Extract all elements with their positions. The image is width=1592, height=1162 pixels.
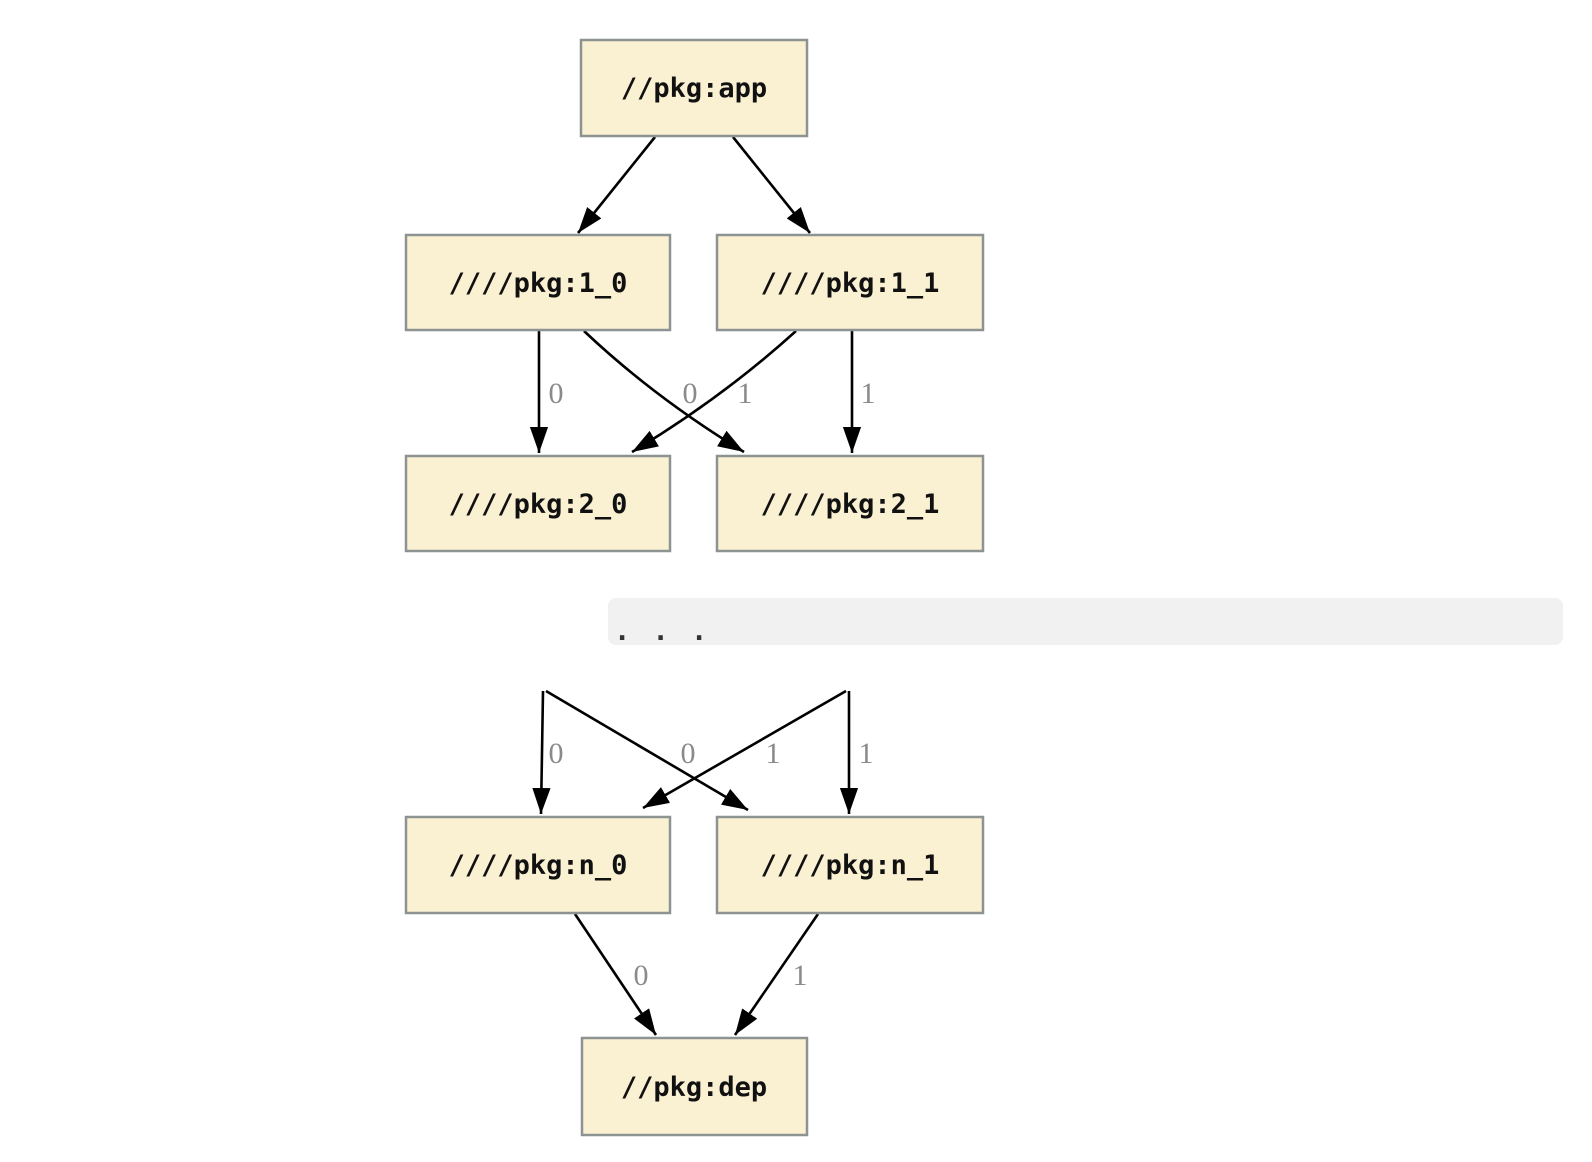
node-pkg-1_0: ////pkg:1_0 xyxy=(404,233,672,332)
node-pkg-n_0-box xyxy=(404,815,672,915)
node-pkg-n_0: ////pkg:n_0 xyxy=(404,815,672,915)
node-pkg-2_0: ////pkg:2_0 xyxy=(404,454,672,553)
edge-1_1-to-2_0 xyxy=(631,330,797,454)
ellipsis-dots: . . . xyxy=(614,616,710,647)
node-pkg-n_1-box xyxy=(715,815,985,915)
node-pkg-app-box xyxy=(579,38,809,138)
ellipsis-band-background xyxy=(608,598,1563,645)
node-pkg-2_1-label: ////pkg:2_1 xyxy=(761,489,940,520)
edge-label-1_1-to-2_1: 1 xyxy=(861,377,876,410)
edge-label-cross-to-n_0: 0 xyxy=(681,737,696,770)
node-pkg-dep-label: //pkg:dep xyxy=(621,1072,767,1103)
node-pkg-2_0-label: ////pkg:2_0 xyxy=(449,489,628,520)
edge-label-cross-to-n_1: 1 xyxy=(766,737,781,770)
node-pkg-2_1-box xyxy=(715,454,985,553)
node-pkg-n_1: ////pkg:n_1 xyxy=(715,815,985,915)
node-pkg-2_1: ////pkg:2_1 xyxy=(715,454,985,553)
edge-label-dots-to-n_1: 1 xyxy=(859,737,874,770)
node-pkg-n_0-label: ////pkg:n_0 xyxy=(449,850,628,881)
edge-cross-to-n_0 xyxy=(642,689,847,810)
edge-label-1_1-to-2_0: 0 xyxy=(683,377,698,410)
edge-app-to-1_1 xyxy=(731,136,812,234)
node-pkg-1_1-label: ////pkg:1_1 xyxy=(761,268,940,299)
edge-1_0-to-2_1 xyxy=(583,330,745,454)
edge-n_1-to-dep xyxy=(733,913,820,1036)
node-pkg-1_0-label: ////pkg:1_0 xyxy=(449,268,628,299)
node-pkg-1_1: ////pkg:1_1 xyxy=(715,233,985,332)
node-pkg-n_1-label: ////pkg:n_1 xyxy=(761,850,940,881)
node-pkg-2_0-box xyxy=(404,454,672,553)
edge-dots-to-n_0 xyxy=(532,690,551,815)
ellipsis-band: . . . xyxy=(608,598,1563,647)
node-pkg-1_0-box xyxy=(404,233,672,332)
node-pkg-dep-box xyxy=(580,1036,809,1137)
edge-app-to-1_0 xyxy=(576,136,657,234)
node-pkg-1_1-box xyxy=(715,233,985,332)
edge-n_0-to-dep xyxy=(573,913,658,1036)
edge-label-n_0-to-dep: 0 xyxy=(634,959,649,992)
edge-label-dots-to-n_0: 0 xyxy=(549,737,564,770)
edge-cross-to-n_1 xyxy=(545,689,749,812)
node-pkg-dep: //pkg:dep xyxy=(580,1036,809,1137)
edge-label-1_0-to-2_0: 0 xyxy=(549,377,564,410)
node-pkg-app: //pkg:app xyxy=(579,38,809,138)
edge-label-n_1-to-dep: 1 xyxy=(793,959,808,992)
node-pkg-app-label: //pkg:app xyxy=(621,73,767,104)
edge-label-1_0-to-2_1: 1 xyxy=(738,377,753,410)
